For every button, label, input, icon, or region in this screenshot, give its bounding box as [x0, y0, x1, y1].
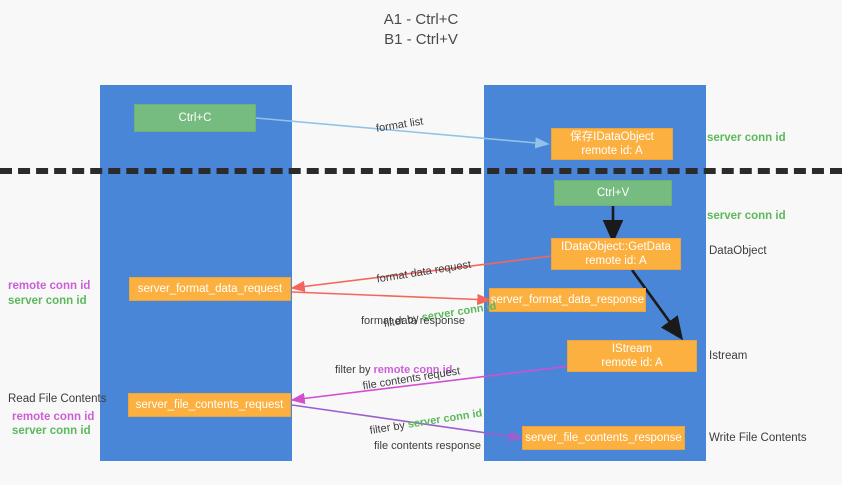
box-ctrl-c-label: Ctrl+C	[178, 112, 212, 124]
box-server-format-data-response[interactable]: server_format_data_response	[489, 288, 646, 312]
box-save-idataobject-line1: 保存IDataObject	[570, 131, 654, 143]
arrow-label-file-contents-request-main: file contents request	[361, 365, 461, 393]
box-save-idataobject-line2: remote id: A	[581, 145, 643, 157]
left-label-remote-conn-id-1: remote conn id	[8, 280, 91, 292]
box-server-file-contents-response[interactable]: server_file_contents_response	[522, 426, 685, 450]
right-label-istream: Istream	[709, 350, 748, 362]
left-label-read-file-contents: Read File Contents	[8, 393, 107, 405]
filter-value-2: remote conn id	[373, 364, 453, 376]
box-server-file-contents-request[interactable]: server_file_contents_request	[128, 393, 291, 417]
box-idataobject-getdata-line2: remote id: A	[585, 255, 647, 267]
box-server-format-data-response-label: server_format_data_response	[490, 294, 645, 306]
box-save-idataobject[interactable]: 保存IDataObject remote id: A	[551, 128, 673, 160]
left-label-remote-conn-id-2: remote conn id	[12, 411, 95, 423]
arrow-label-format-data-response-main: format data response	[361, 315, 465, 327]
arrow-label-format-data-response: format data response filter by remote co…	[335, 284, 465, 408]
arrow-label-format-data-request-main: format data request	[375, 258, 472, 286]
box-server-format-data-request-label: server_format_data_request	[137, 283, 283, 295]
box-istream-line1: IStream	[611, 343, 653, 355]
page-title: A1 - Ctrl+C B1 - Ctrl+V	[383, 11, 459, 48]
arrow-label-format-data-response-filter: filter by remote conn id	[335, 359, 465, 378]
box-server-file-contents-request-label: server_file_contents_request	[135, 399, 284, 411]
box-server-file-contents-response-label: server_file_contents_response	[525, 432, 682, 444]
box-ctrl-c[interactable]: Ctrl+C	[134, 104, 256, 132]
left-label-server-conn-id-2: server conn id	[12, 425, 91, 437]
arrow-label-file-contents-response-main: file contents response	[374, 440, 482, 452]
box-ctrl-v-label: Ctrl+V	[596, 187, 630, 199]
box-idataobject-getdata-line1: IDataObject::GetData	[561, 241, 671, 253]
arrow-label-format-list: format list	[375, 115, 425, 135]
box-istream[interactable]: IStream remote id: A	[567, 340, 697, 372]
right-label-write-file-contents: Write File Contents	[709, 432, 807, 444]
right-label-data-object: DataObject	[709, 245, 767, 257]
filter-prefix-2: filter by	[335, 364, 374, 376]
box-ctrl-v[interactable]: Ctrl+V	[554, 180, 672, 206]
left-label-server-conn-id-1: server conn id	[8, 295, 87, 307]
arrow-label-file-contents-response: file contents response filter by remote …	[350, 409, 481, 485]
box-idataobject-getdata[interactable]: IDataObject::GetData remote id: A	[551, 238, 681, 270]
right-label-server-conn-id-1: server conn id	[707, 132, 786, 144]
divider-dashed-line	[0, 168, 842, 174]
box-server-format-data-request[interactable]: server_format_data_request	[129, 277, 291, 301]
right-label-server-conn-id-2: server conn id	[707, 210, 786, 222]
box-istream-line2: remote id: A	[601, 357, 663, 369]
